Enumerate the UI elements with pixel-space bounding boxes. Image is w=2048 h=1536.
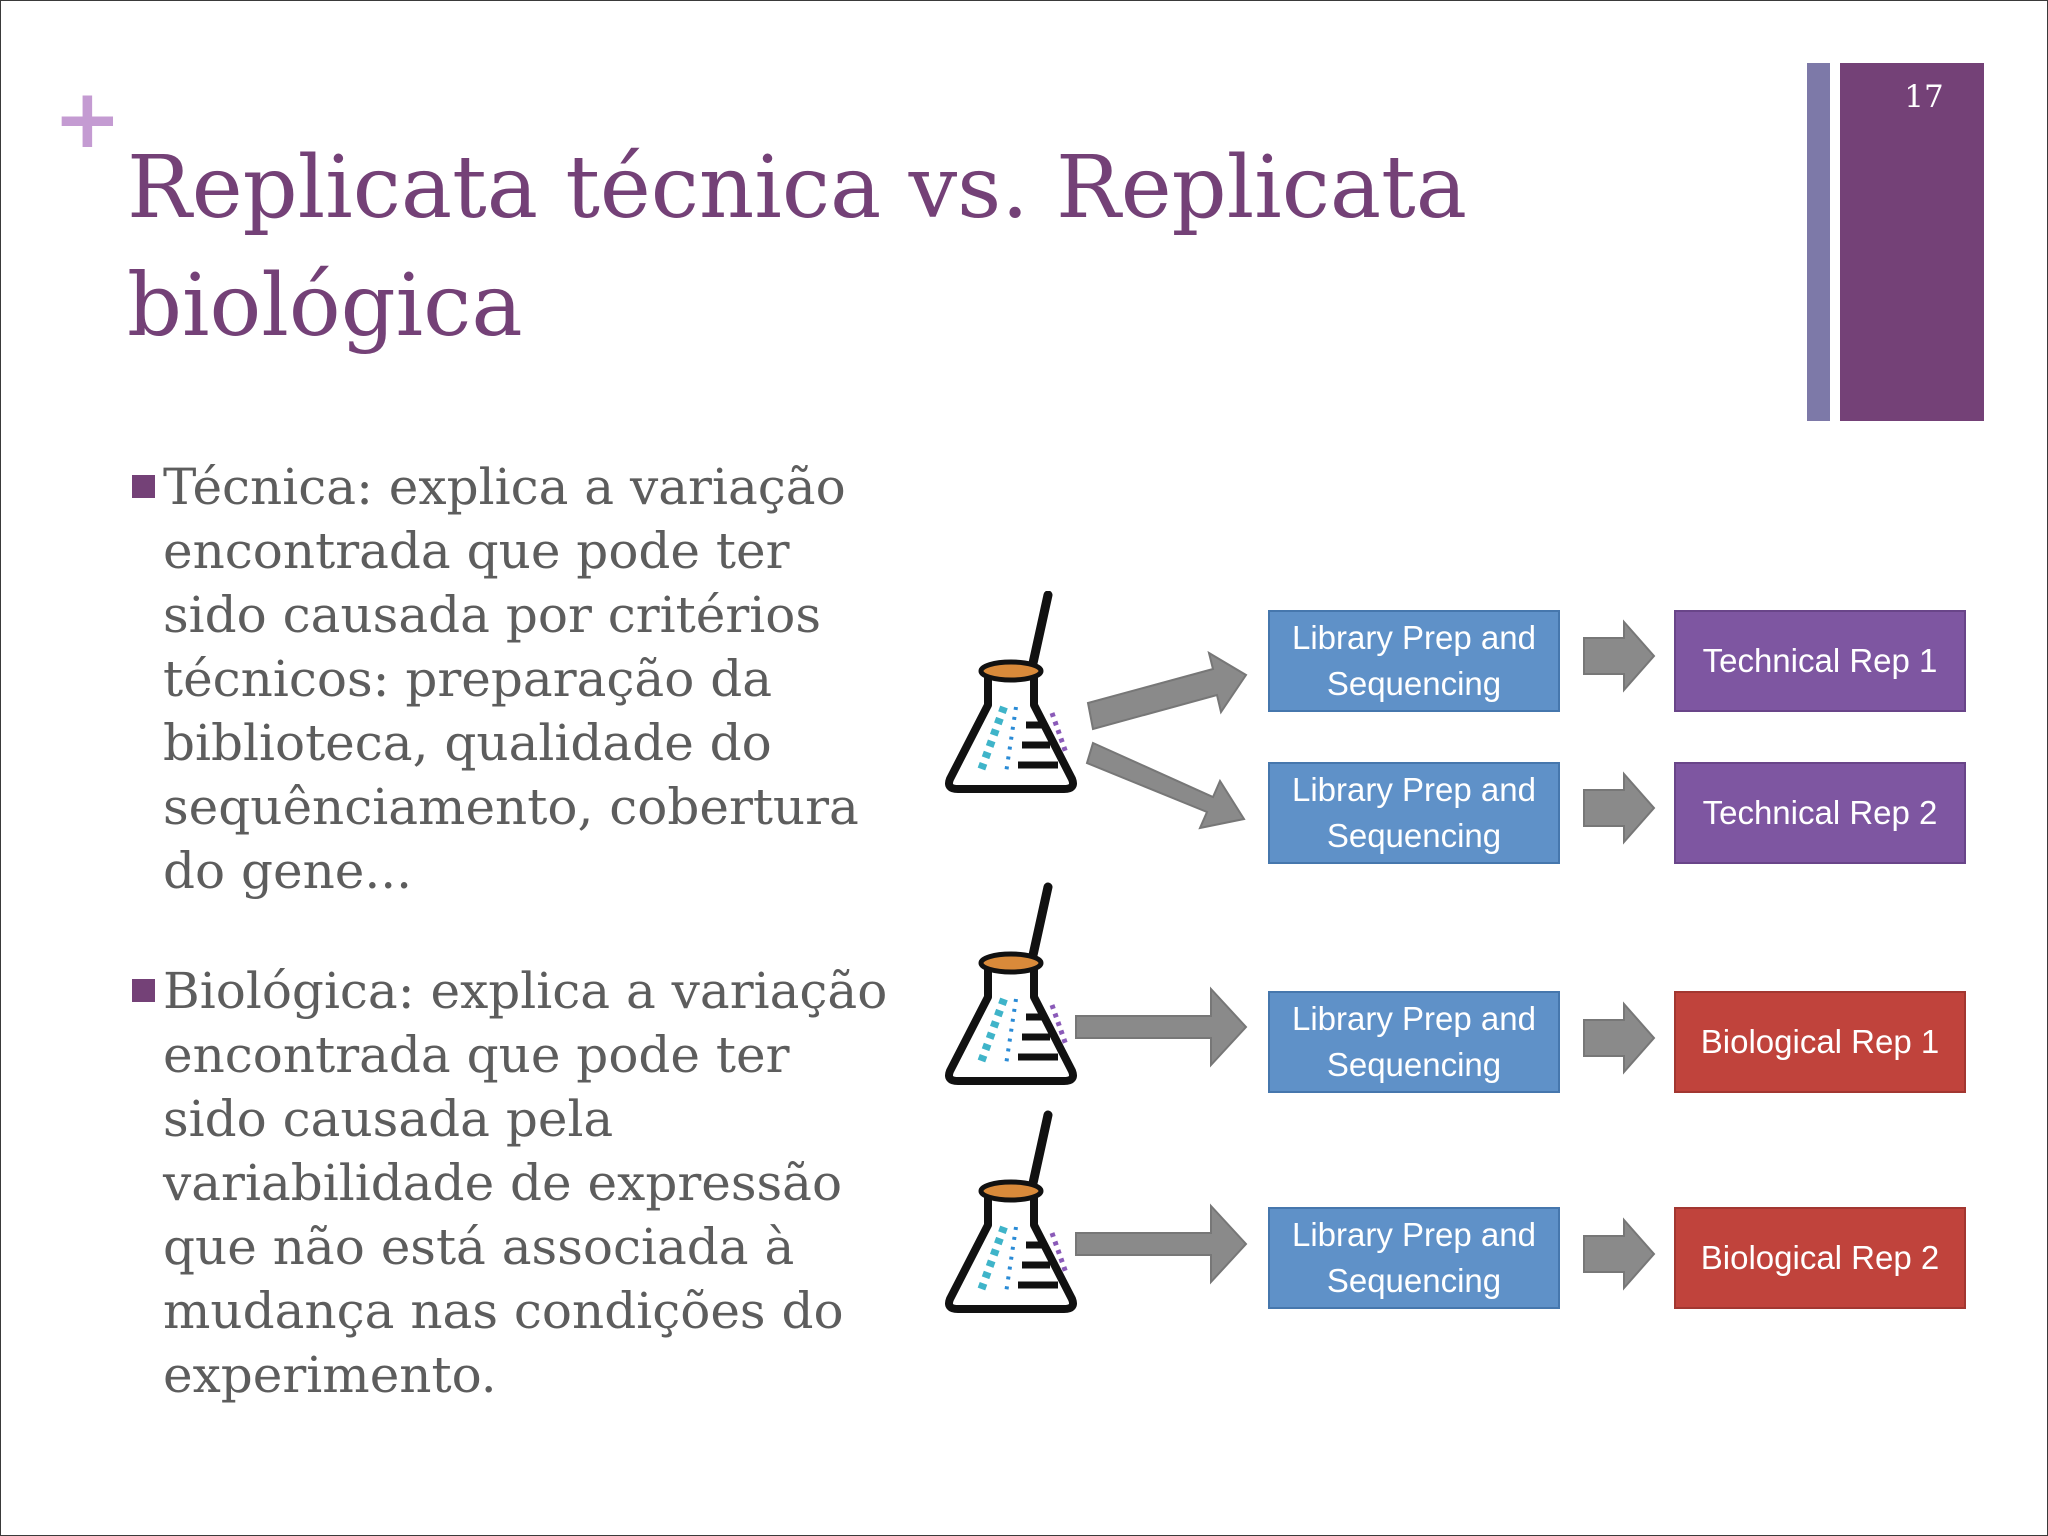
page-number: 17 — [1840, 79, 2008, 115]
bullet-square-icon — [132, 475, 155, 498]
bullet-item-technical: Técnica: explica a variação encontrada q… — [129, 455, 889, 903]
bullet-square-icon — [132, 979, 155, 1002]
bullet-list: Técnica: explica a variação encontrada q… — [129, 455, 889, 1463]
technical-rep-1-box: Technical Rep 1 — [1674, 610, 1966, 712]
arrow-up-right-icon — [1088, 653, 1246, 729]
library-prep-box: Library Prep and Sequencing — [1268, 1207, 1560, 1309]
biological-rep-1-box: Biological Rep 1 — [1674, 991, 1966, 1093]
biological-rep-2-box: Biological Rep 2 — [1674, 1207, 1966, 1309]
bullet-text: Biológica: explica a variação encontrada… — [163, 962, 887, 1404]
arrow-down-right-icon — [1087, 743, 1244, 828]
arrow-right-icon — [1076, 989, 1246, 1065]
flask-icon — [949, 595, 1073, 789]
library-prep-box: Library Prep and Sequencing — [1268, 991, 1560, 1093]
arrow-right-small-icon — [1584, 774, 1654, 842]
arrow-right-small-icon — [1584, 1220, 1654, 1288]
bullet-item-biological: Biológica: explica a variação encontrada… — [129, 959, 889, 1407]
arrow-right-icon — [1076, 1206, 1246, 1282]
library-prep-box: Library Prep and Sequencing — [1268, 610, 1560, 712]
flask-icon — [949, 887, 1073, 1081]
flask-icon — [949, 1115, 1073, 1309]
library-prep-box: Library Prep and Sequencing — [1268, 762, 1560, 864]
accent-bar-right — [1840, 63, 1984, 421]
arrow-right-small-icon — [1584, 622, 1654, 690]
slide-title: Replicata técnica vs. Replicata biológic… — [127, 129, 1677, 365]
technical-rep-2-box: Technical Rep 2 — [1674, 762, 1966, 864]
accent-bar-left — [1807, 63, 1830, 421]
replicate-diagram: Library Prep and Sequencing Library Prep… — [941, 591, 1981, 1361]
arrow-right-small-icon — [1584, 1004, 1654, 1072]
plus-icon: + — [53, 79, 122, 161]
bullet-text: Técnica: explica a variação encontrada q… — [163, 458, 859, 900]
